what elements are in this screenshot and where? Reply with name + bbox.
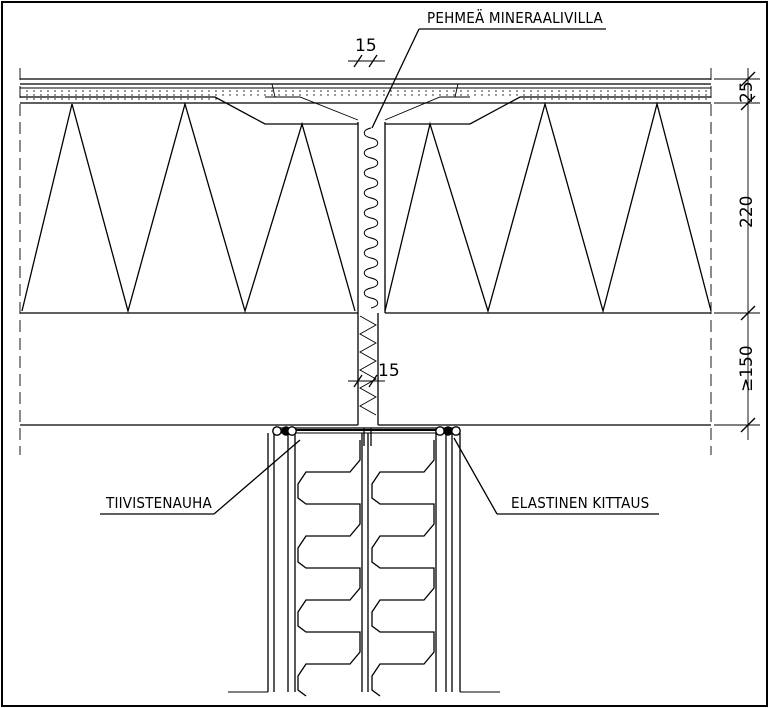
dimension-chain	[714, 68, 760, 440]
stipple-pattern	[26, 90, 707, 100]
lower-slab	[20, 313, 711, 426]
dim-joint-mid-marks	[348, 374, 385, 388]
label-right-note: ELASTINEN KITTAUS	[511, 494, 649, 512]
edge-lines	[19, 68, 712, 455]
dim-layer-top: 25	[737, 81, 757, 103]
leader-right	[453, 437, 659, 515]
label-top-note: PEHMEÄ MINERAALIVILLA	[427, 8, 603, 27]
joint-wool	[357, 122, 386, 313]
top-layer	[20, 78, 711, 125]
dim-joint-top-marks	[348, 54, 385, 68]
bottom-wall	[228, 426, 500, 697]
leader-top	[371, 28, 606, 129]
dim-joint-mid: 15	[378, 361, 400, 381]
label-left-note: TIIVISTENAUHA	[105, 494, 212, 512]
dim-joint-top: 15	[355, 36, 377, 56]
insulation-layer	[20, 101, 712, 314]
leader-left	[100, 439, 301, 515]
dim-layer-insulation: 220	[737, 196, 757, 228]
dim-layer-bottom: ≥150	[737, 345, 757, 392]
